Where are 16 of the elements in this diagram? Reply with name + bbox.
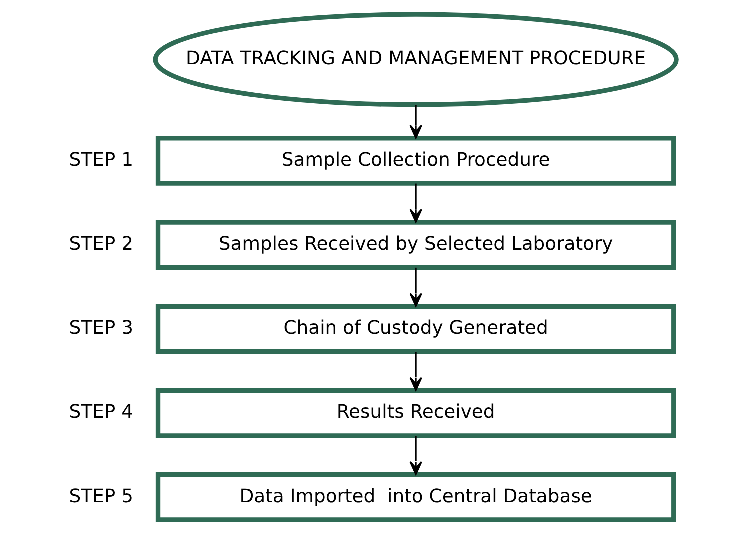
arrow <box>409 352 422 392</box>
node-box: Samples Received by Selected Laboratory <box>155 220 676 270</box>
node-label: STEP 2 <box>68 234 133 255</box>
node-label: STEP 4 <box>68 402 133 424</box>
node-box: Chain of Custody Generated <box>155 304 676 354</box>
node-box: Sample Collection Procedure <box>155 136 676 186</box>
arrow <box>409 105 422 139</box>
node-label: STEP 3 <box>68 318 133 340</box>
arrow <box>409 184 422 223</box>
arrow <box>409 268 422 307</box>
node-label: STEP 1 <box>68 150 133 171</box>
node-ellipse: DATA TRACKING AND MANAGEMENT PROCEDURE <box>152 12 678 108</box>
node-label: STEP 5 <box>68 486 133 508</box>
node-box: Data Imported into Central Database <box>155 472 676 522</box>
arrow <box>409 436 422 476</box>
node-box: Results Received <box>155 388 676 438</box>
